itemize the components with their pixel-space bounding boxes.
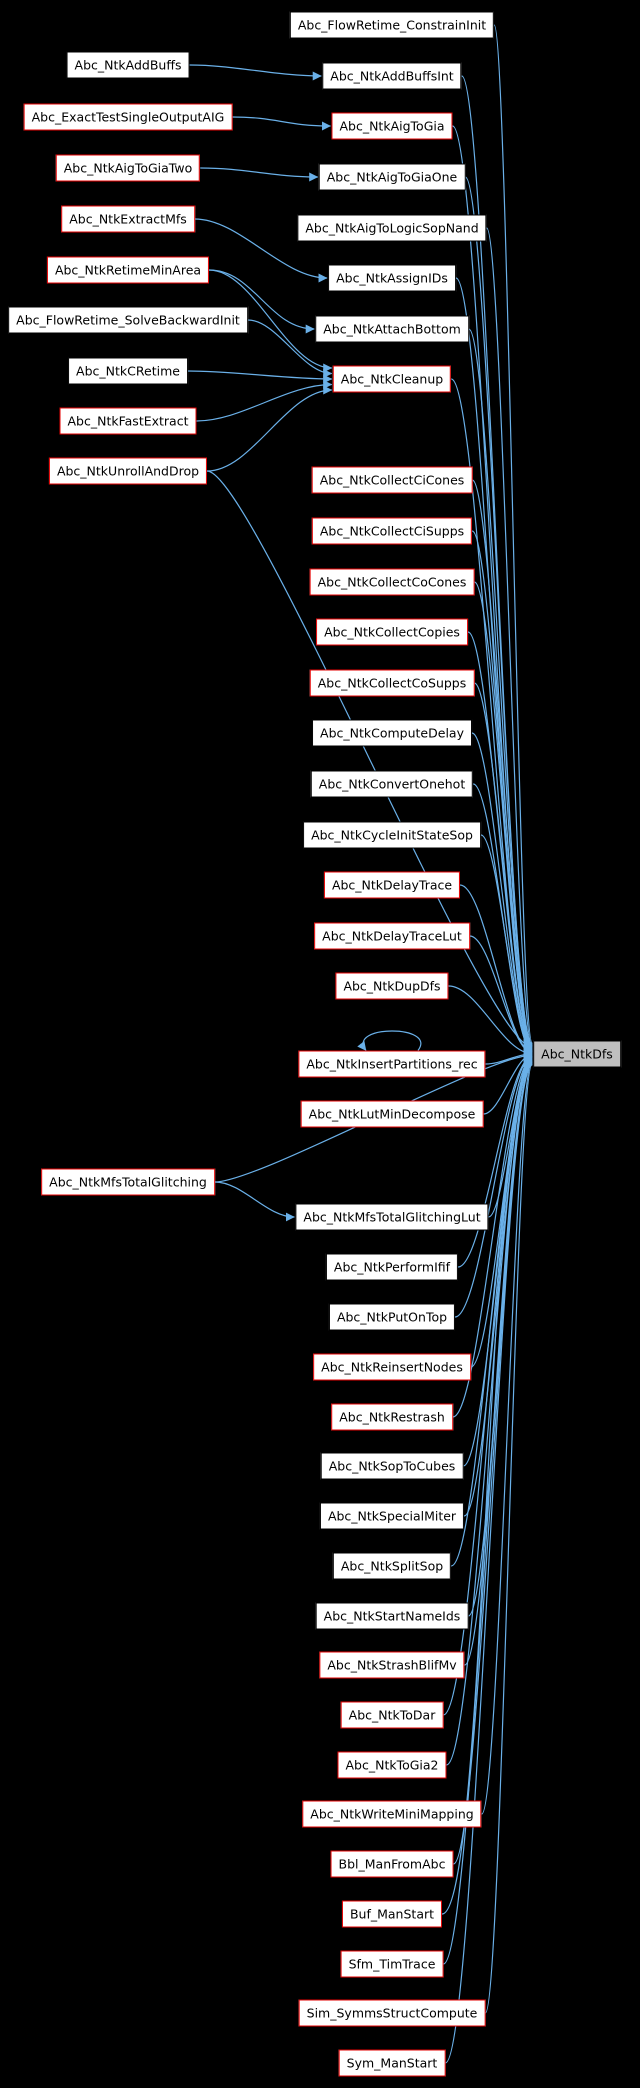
node-Abc_NtkAddBuffs[interactable]: Abc_NtkAddBuffs <box>66 51 190 79</box>
node-Buf_ManStart[interactable]: Buf_ManStart <box>341 1900 443 1928</box>
node-Abc_NtkSpecialMiter[interactable]: Abc_NtkSpecialMiter <box>319 1502 465 1530</box>
node-Abc_NtkLutMinDecompose[interactable]: Abc_NtkLutMinDecompose <box>300 1100 484 1128</box>
call-edge <box>247 319 333 378</box>
node-Abc_NtkAttachBottom[interactable]: Abc_NtkAttachBottom <box>315 315 469 343</box>
node-Abc_NtkConvertOnehot[interactable]: Abc_NtkConvertOnehot <box>310 770 474 798</box>
call-edge <box>209 269 315 334</box>
call-edge <box>207 385 333 472</box>
call-edge <box>196 380 333 422</box>
node-Abc_NtkCollectCiSupps[interactable]: Abc_NtkCollectCiSupps <box>311 517 473 545</box>
node-Abc_NtkAddBuffsInt[interactable]: Abc_NtkAddBuffsInt <box>322 62 462 90</box>
call-edge <box>471 479 533 1053</box>
node-Abc_NtkCollectCoSupps[interactable]: Abc_NtkCollectCoSupps <box>309 669 475 697</box>
node-Abc_NtkCRetime[interactable]: Abc_NtkCRetime <box>68 357 188 385</box>
node-Abc_NtkDfs[interactable]: Abc_NtkDfs <box>533 1040 621 1068</box>
node-Abc_NtkInsertPartitions_rec[interactable]: Abc_NtkInsertPartitions_rec <box>298 1050 486 1078</box>
call-edge <box>206 470 533 1052</box>
node-Abc_NtkUnrollAndDrop[interactable]: Abc_NtkUnrollAndDrop <box>48 457 208 485</box>
node-Abc_NtkMfsTotalGlitching[interactable]: Abc_NtkMfsTotalGlitching <box>41 1168 215 1196</box>
call-edge <box>214 1181 295 1222</box>
node-Abc_NtkRetimeMinArea[interactable]: Abc_NtkRetimeMinArea <box>46 256 210 284</box>
call-edge <box>459 884 533 1057</box>
node-Abc_NtkStrashBlifMv[interactable]: Abc_NtkStrashBlifMv <box>319 1651 465 1679</box>
call-edge <box>189 64 322 81</box>
node-Abc_NtkMfsTotalGlitchingLut[interactable]: Abc_NtkMfsTotalGlitchingLut <box>295 1203 489 1231</box>
node-Abc_NtkCollectCiCones[interactable]: Abc_NtkCollectCiCones <box>311 466 473 494</box>
call-edge <box>200 167 319 182</box>
node-Abc_NtkAigToGiaOne[interactable]: Abc_NtkAigToGiaOne <box>318 163 466 191</box>
node-Abc_NtkAigToGiaTwo[interactable]: Abc_NtkAigToGiaTwo <box>55 154 201 182</box>
call-edge <box>442 1056 533 1716</box>
call-edge <box>441 1059 533 1915</box>
node-Abc_NtkAigToLogicSopNand[interactable]: Abc_NtkAigToLogicSopNand <box>297 214 487 242</box>
node-Abc_NtkCycleInitStateSop[interactable]: Abc_NtkCycleInitStateSop <box>303 821 481 849</box>
call-edge <box>469 935 533 1058</box>
node-Abc_NtkToDar[interactable]: Abc_NtkToDar <box>340 1701 444 1729</box>
call-edge <box>493 24 533 1047</box>
node-Abc_NtkCollectCoCones[interactable]: Abc_NtkCollectCoCones <box>309 568 475 596</box>
call-edge <box>448 985 533 1058</box>
node-Abc_NtkPerformIfif[interactable]: Abc_NtkPerformIfif <box>325 1253 459 1281</box>
node-Abc_NtkStartNameIds[interactable]: Abc_NtkStartNameIds <box>315 1602 469 1630</box>
call-edge <box>481 1058 533 1815</box>
call-edge <box>457 1051 533 1268</box>
call-edge <box>194 218 328 283</box>
node-Abc_NtkCollectCopies[interactable]: Abc_NtkCollectCopies <box>316 618 468 646</box>
call-edge <box>232 116 331 131</box>
node-Abc_NtkSplitSop[interactable]: Abc_NtkSplitSop <box>332 1552 452 1580</box>
node-Sym_ManStart[interactable]: Sym_ManStart <box>338 2049 446 2077</box>
node-Abc_NtkToGia2[interactable]: Abc_NtkToGia2 <box>337 1751 447 1779</box>
node-Sim_SymmsStructCompute[interactable]: Sim_SymmsStructCompute <box>298 1999 486 2027</box>
call-edge <box>187 370 333 384</box>
call-edge <box>452 1058 533 1865</box>
node-Sfm_TimTrace[interactable]: Sfm_TimTrace <box>340 1950 444 1978</box>
call-edge <box>446 1057 533 1766</box>
node-Abc_NtkAigToGia[interactable]: Abc_NtkAigToGia <box>331 112 453 140</box>
node-Abc_NtkRestrash[interactable]: Abc_NtkRestrash <box>331 1403 453 1431</box>
node-Abc_NtkExtractMfs[interactable]: Abc_NtkExtractMfs <box>61 205 195 233</box>
node-Abc_NtkDelayTrace[interactable]: Abc_NtkDelayTrace <box>323 871 461 899</box>
call-edge <box>468 328 533 1051</box>
call-edge <box>473 581 533 1054</box>
node-Abc_NtkDupDfs[interactable]: Abc_NtkDupDfs <box>335 972 449 1000</box>
node-Abc_NtkCleanup[interactable]: Abc_NtkCleanup <box>332 365 452 393</box>
node-Abc_NtkPutOnTop[interactable]: Abc_NtkPutOnTop <box>328 1303 456 1331</box>
node-Abc_NtkDelayTraceLut[interactable]: Abc_NtkDelayTraceLut <box>314 922 470 950</box>
node-Abc_NtkComputeDelay[interactable]: Abc_NtkComputeDelay <box>312 719 472 747</box>
node-Abc_NtkSopToCubes[interactable]: Abc_NtkSopToCubes <box>320 1452 464 1480</box>
call-edge <box>484 1060 533 2014</box>
call-edge <box>471 732 533 1056</box>
node-Abc_NtkReinsertNodes[interactable]: Abc_NtkReinsertNodes <box>313 1353 471 1381</box>
node-Abc_FlowRetime_SolveBackwardInit[interactable]: Abc_FlowRetime_SolveBackwardInit <box>8 306 248 334</box>
call-edge <box>486 227 533 1050</box>
call-edge <box>357 1030 422 1051</box>
call-edge <box>452 1053 533 1418</box>
node-Abc_NtkFastExtract[interactable]: Abc_NtkFastExtract <box>59 407 197 435</box>
node-Abc_NtkAssignIDs[interactable]: Abc_NtkAssignIDs <box>328 264 456 292</box>
call-edge <box>454 1052 533 1318</box>
call-edge <box>442 1059 533 1965</box>
node-Abc_FlowRetime_ConstrainInit[interactable]: Abc_FlowRetime_ConstrainInit <box>289 11 495 39</box>
node-Abc_NtkWriteMiniMapping[interactable]: Abc_NtkWriteMiniMapping <box>302 1800 482 1828</box>
call-edge <box>209 269 333 373</box>
call-edge <box>473 682 533 1055</box>
node-Abc_ExactTestSingleOutputAIG[interactable]: Abc_ExactTestSingleOutputAIG <box>23 103 233 131</box>
node-Bbl_ManFromAbc[interactable]: Bbl_ManFromAbc <box>330 1850 454 1878</box>
call-edge <box>480 834 533 1057</box>
